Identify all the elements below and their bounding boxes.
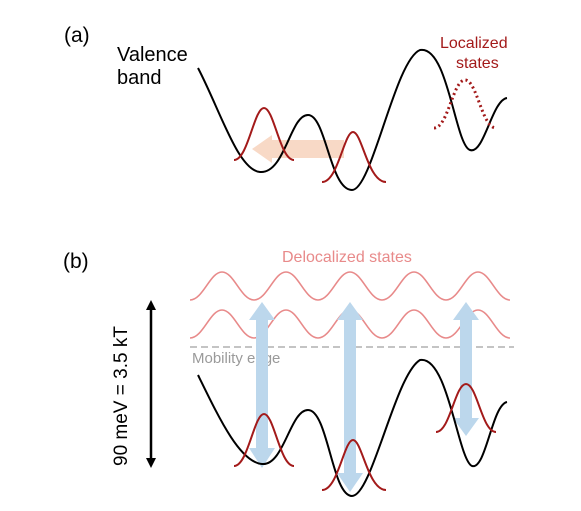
localized-states-label-line1: Localized — [440, 35, 508, 52]
localized-states-label-line2: states — [456, 55, 499, 72]
excitation-arrow-1 — [249, 302, 275, 468]
excitation-arrow-2 — [337, 302, 363, 492]
localized-state-wave-b3 — [435, 382, 497, 433]
excitation-arrow-3 — [453, 302, 479, 436]
energy-scale-label: 90 meV = 3.5 kT — [111, 326, 132, 466]
localized-state-wave-b1 — [233, 412, 295, 467]
localized-state-wave-b2 — [321, 438, 387, 491]
localized-state-wave-3-dotted — [433, 78, 497, 130]
localized-state-wave-1 — [233, 106, 295, 161]
valence-band-label-line1: Valence — [117, 44, 188, 66]
valence-band-curve-a — [197, 48, 508, 192]
valence-band-curve-b — [197, 358, 508, 498]
valence-band-label-line2: band — [117, 67, 162, 89]
localized-state-wave-2 — [321, 130, 387, 183]
panel-a-label: (a) — [64, 24, 90, 47]
panel-b-label: (b) — [63, 250, 89, 273]
delocalized-state-wave-upper — [189, 271, 511, 301]
delocalized-states-label: Delocalized states — [282, 249, 412, 266]
